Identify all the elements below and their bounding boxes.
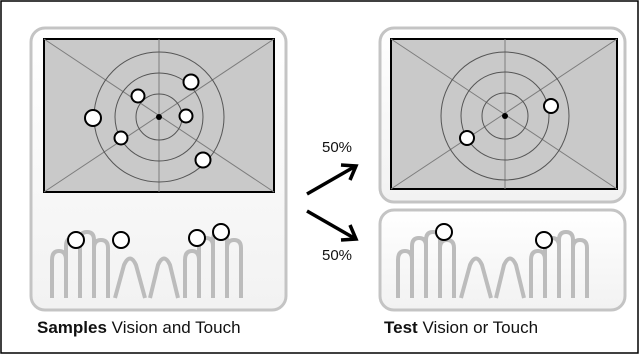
test-vision-screen: [390, 38, 618, 190]
visual-target: [113, 130, 129, 146]
visual-target: [130, 88, 146, 104]
lower-percent-label: 50%: [322, 247, 353, 264]
touch-target: [67, 231, 85, 249]
visual-target: [459, 130, 475, 146]
visual-target: [182, 73, 200, 91]
test-caption: Test Vision or Touch: [384, 318, 538, 338]
touch-target: [112, 231, 130, 249]
test-caption-text: Vision or Touch: [422, 318, 539, 337]
visual-target: [543, 98, 559, 114]
visual-target: [194, 151, 212, 169]
samples-touch-hands: [50, 230, 243, 300]
touch-target: [535, 231, 553, 249]
samples-visual-targets: [84, 73, 212, 169]
test-visual-targets: [459, 98, 559, 146]
upper-percent-label: 50%: [322, 139, 353, 156]
touch-target: [435, 223, 453, 241]
touch-target: [212, 223, 230, 241]
samples-touch-targets: [67, 223, 230, 249]
touch-target: [188, 229, 206, 247]
samples-caption: Samples Vision and Touch: [37, 318, 241, 338]
visual-target: [178, 108, 194, 124]
samples-caption-text: Vision and Touch: [111, 318, 241, 337]
test-touch-hands: [396, 230, 589, 300]
samples-vision-screen: [43, 38, 275, 193]
test-touch-targets: [435, 223, 553, 249]
visual-target: [84, 109, 102, 127]
samples-caption-bold: Samples: [37, 318, 107, 337]
arrow-to-vision: [306, 163, 359, 196]
test-caption-bold: Test: [384, 318, 418, 337]
arrow-to-touch: [306, 209, 359, 242]
